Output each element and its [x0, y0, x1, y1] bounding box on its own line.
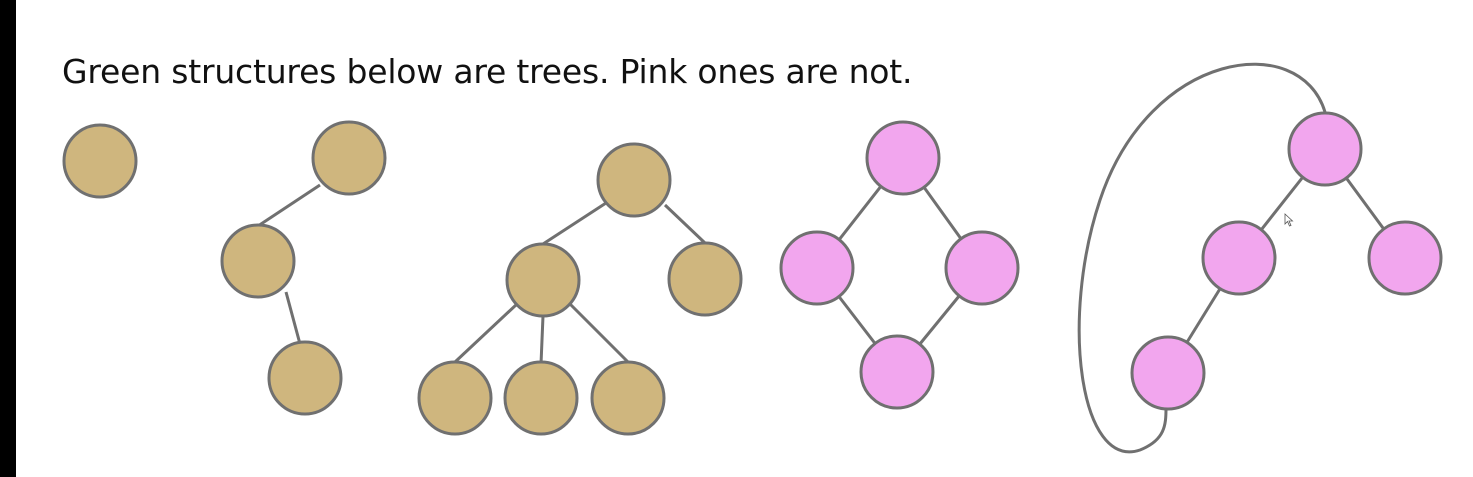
figure-tree-single-node [62, 123, 138, 199]
non-tree-node [1287, 111, 1363, 187]
mouse-pointer-icon [1284, 213, 1294, 227]
tree-edge [539, 315, 545, 365]
tree-node [590, 360, 666, 436]
tree-edge [453, 302, 519, 364]
non-tree-node [779, 230, 855, 306]
non-tree-back-edge [1077, 62, 1327, 454]
tree-node [505, 242, 581, 318]
non-tree-node [1130, 335, 1206, 411]
tree-node [267, 340, 343, 416]
tree-edge [568, 302, 630, 364]
caption-text: Green structures below are trees. Pink o… [62, 52, 913, 91]
tree-edge [284, 291, 302, 345]
tree-edge [257, 183, 321, 228]
non-tree-node [1201, 220, 1277, 296]
figure-non-tree-diamond [779, 120, 1020, 410]
tree-node [220, 223, 296, 299]
left-edge-bar [0, 0, 16, 477]
non-tree-node [1367, 220, 1443, 296]
figure-tree-branching [417, 142, 743, 436]
tree-node [311, 120, 387, 196]
tree-node [62, 123, 138, 199]
tree-edge [542, 201, 607, 246]
non-tree-node [865, 120, 941, 196]
tree-node [503, 360, 579, 436]
non-tree-node [859, 334, 935, 410]
tree-node [417, 360, 493, 436]
figure-non-tree-back-edge [1077, 62, 1443, 454]
tree-node [667, 241, 743, 317]
tree-node [596, 142, 672, 218]
figure-tree-path [220, 120, 387, 416]
tree-edge [663, 203, 707, 245]
non-tree-node [944, 230, 1020, 306]
